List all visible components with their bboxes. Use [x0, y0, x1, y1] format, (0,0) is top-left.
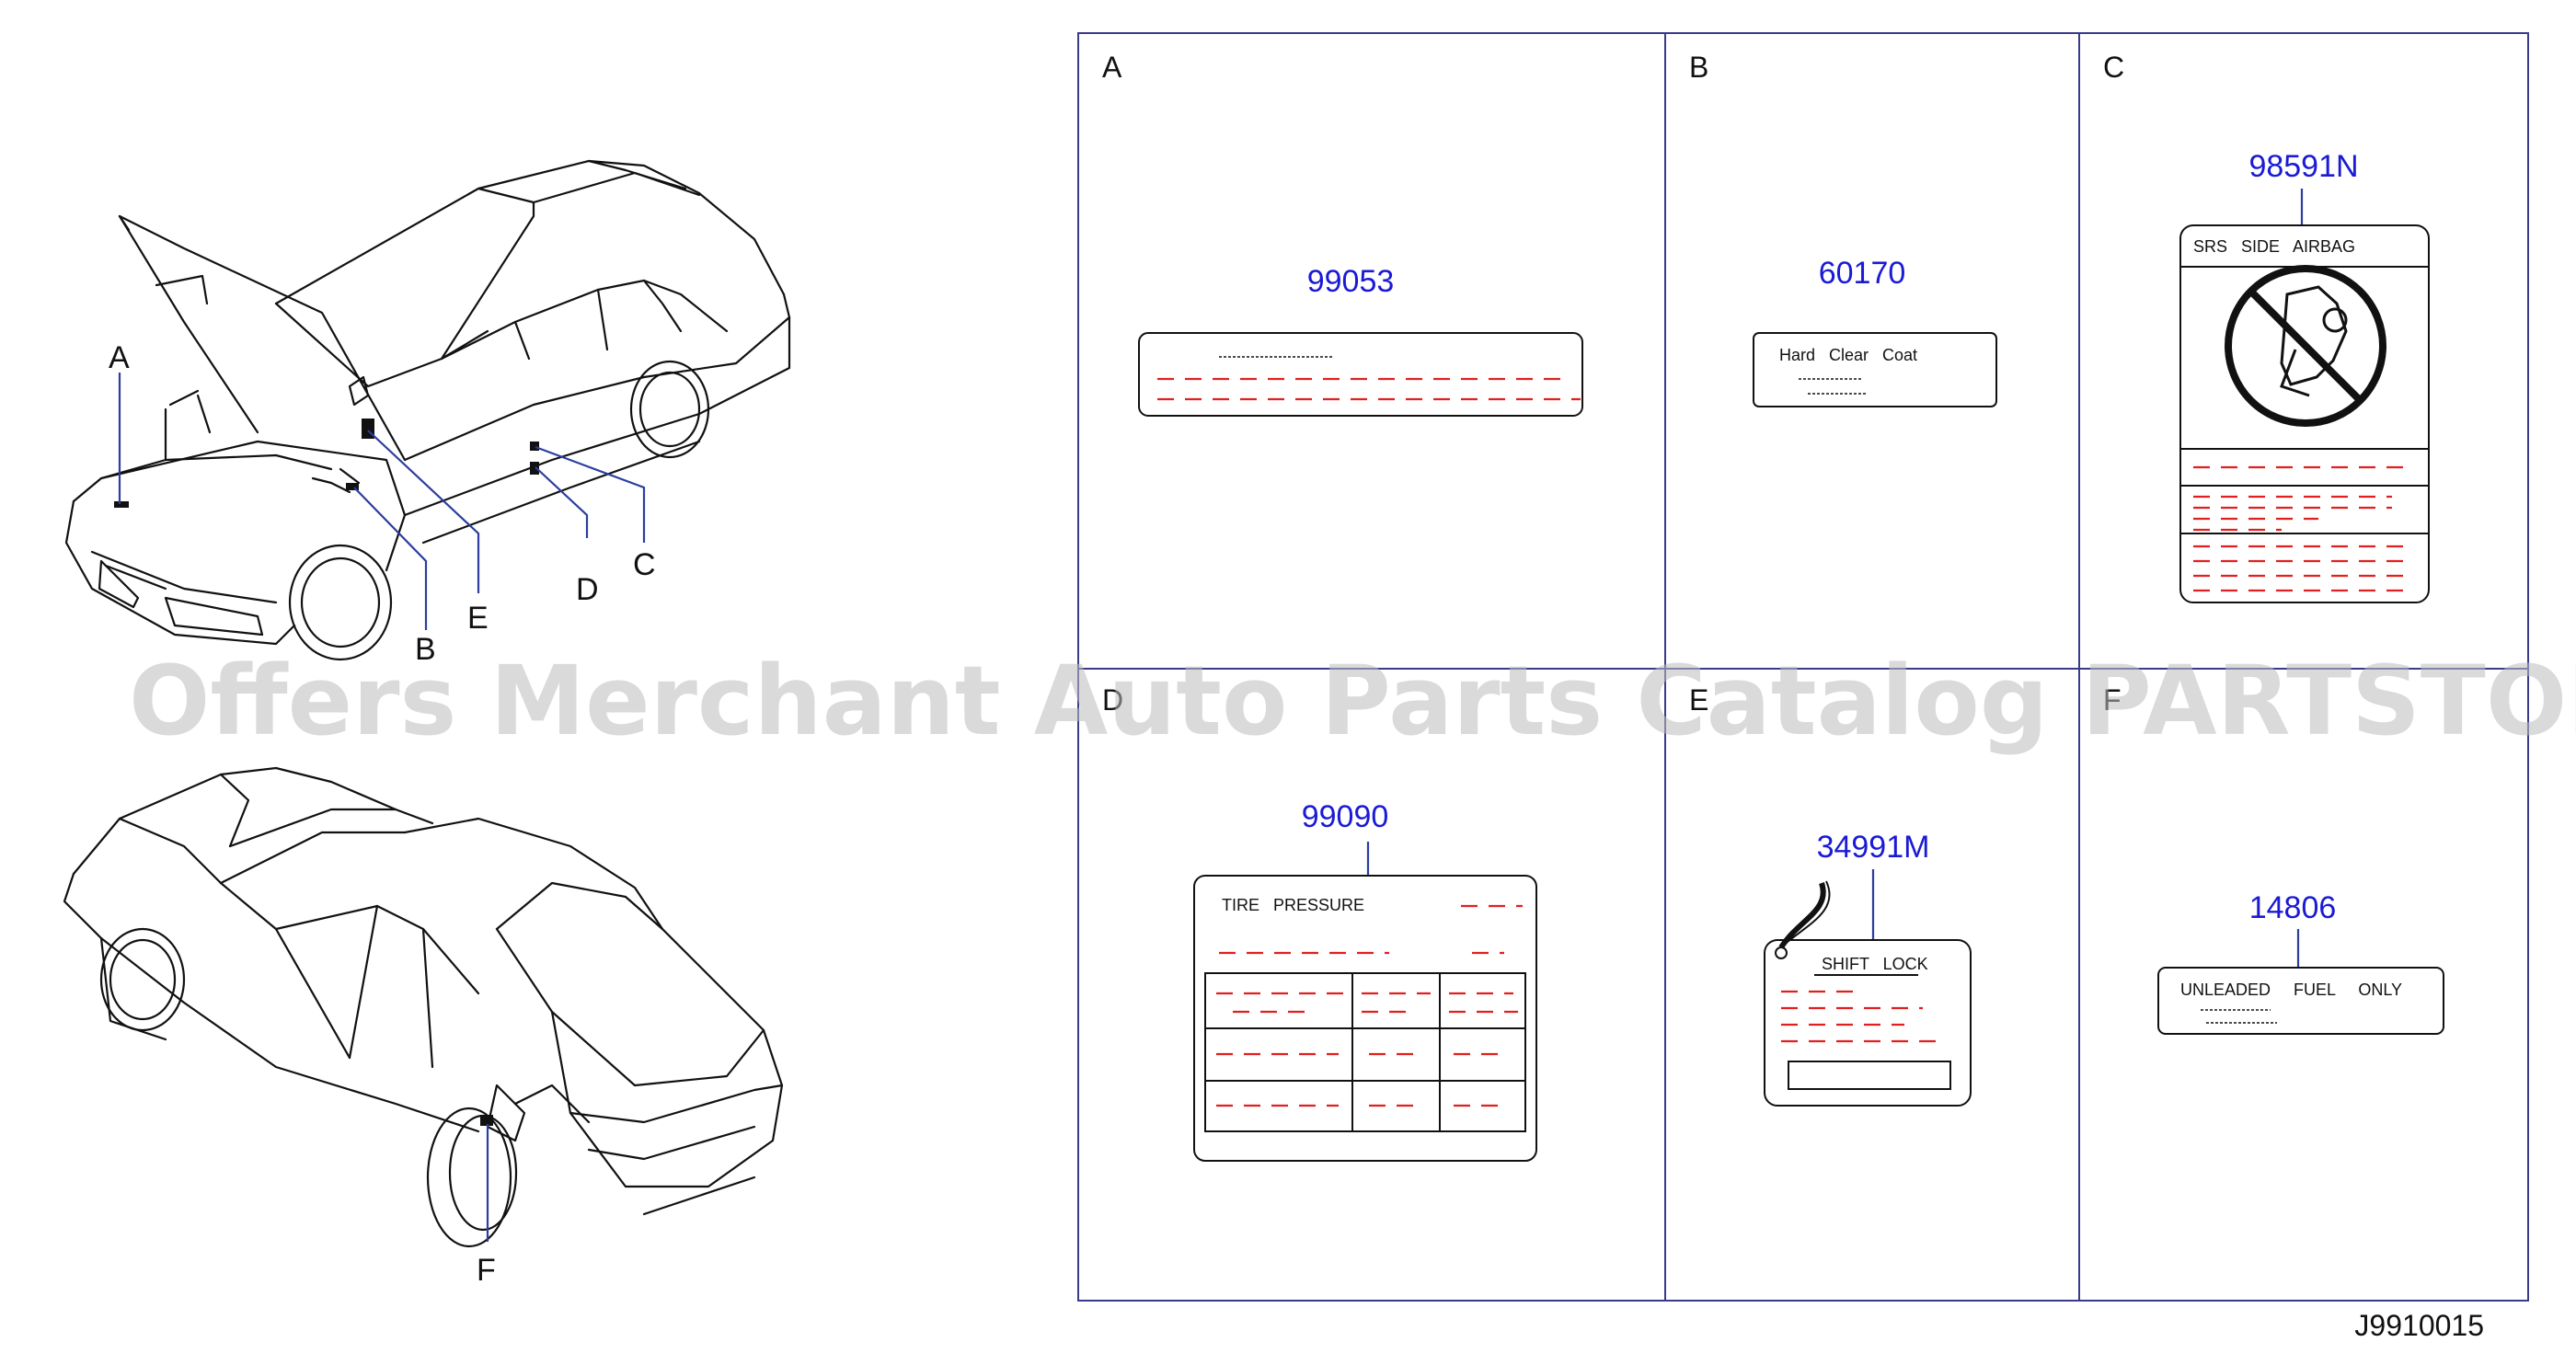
panel-letter-f: F: [2103, 683, 2122, 717]
part-number-99053: 99053: [1307, 264, 1395, 299]
callout-b: B: [415, 632, 436, 667]
label-mark-b: [346, 483, 359, 490]
rear-car-illustration: [63, 766, 784, 1248]
panel-letter-b: B: [1689, 51, 1708, 84]
label-text-srs-side-airbag: SRS SIDE AIRBAG: [2193, 237, 2355, 256]
label-text-hard-clear-coat: Hard Clear Coat: [1779, 346, 1917, 364]
part-number-14806: 14806: [2249, 890, 2337, 925]
label-text-tire-pressure: TIRE PRESSURE: [1222, 896, 1364, 914]
label-mark-f: [480, 1115, 493, 1126]
callout-d: D: [576, 572, 599, 607]
no-child-seat-icon: [2225, 265, 2386, 427]
part-number-34991m: 34991M: [1817, 830, 1930, 865]
diagram-id: J9910015: [2354, 1309, 2484, 1342]
callout-a: A: [109, 340, 130, 375]
panel-e-label: 34991M SHIFT LOCK: [1764, 830, 1972, 1107]
panel-f-label: 14806 UNLEADED FUEL ONLY: [2157, 890, 2444, 1035]
label-text-shift-lock: SHIFT LOCK: [1822, 955, 1928, 973]
panel-letter-c: C: [2103, 51, 2124, 84]
label-text-unleaded-fuel-only: UNLEADED FUEL ONLY: [2180, 981, 2402, 999]
panel-letter-a: A: [1102, 51, 1122, 84]
panel-c-label: 98591N SRS SIDE AIRBAG: [2179, 149, 2430, 603]
front-car-illustration: [64, 159, 791, 661]
label-mark-d: [530, 462, 539, 475]
part-number-99090: 99090: [1302, 799, 1389, 834]
callout-f: F: [477, 1253, 496, 1288]
part-number-60170: 60170: [1819, 256, 1906, 291]
panel-d-label: 99090 TIRE PRESSURE: [1193, 799, 1537, 1162]
part-number-98591n: 98591N: [2248, 149, 2358, 184]
panel-letter-d: D: [1102, 683, 1123, 717]
label-mark-c: [530, 442, 539, 451]
callout-c: C: [633, 547, 656, 582]
callout-e: E: [467, 601, 489, 636]
panel-b-label: 60170 Hard Clear Coat: [1753, 256, 1997, 407]
label-grid: [1077, 32, 2529, 1302]
label-mark-a: [114, 501, 129, 508]
watermark: Offers Merchant Auto Parts Catalog PARTS…: [129, 645, 2576, 757]
panel-letter-e: E: [1689, 683, 1708, 717]
panel-a-label: 99053: [1138, 264, 1583, 417]
